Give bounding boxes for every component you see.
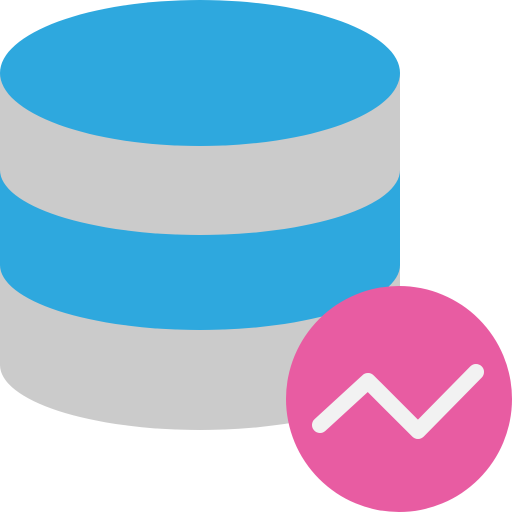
trend-badge — [286, 286, 512, 512]
database-icon — [0, 0, 400, 430]
database-top-cap — [0, 0, 400, 146]
trend-badge-circle — [286, 286, 512, 512]
trend-line-icon — [312, 364, 484, 439]
